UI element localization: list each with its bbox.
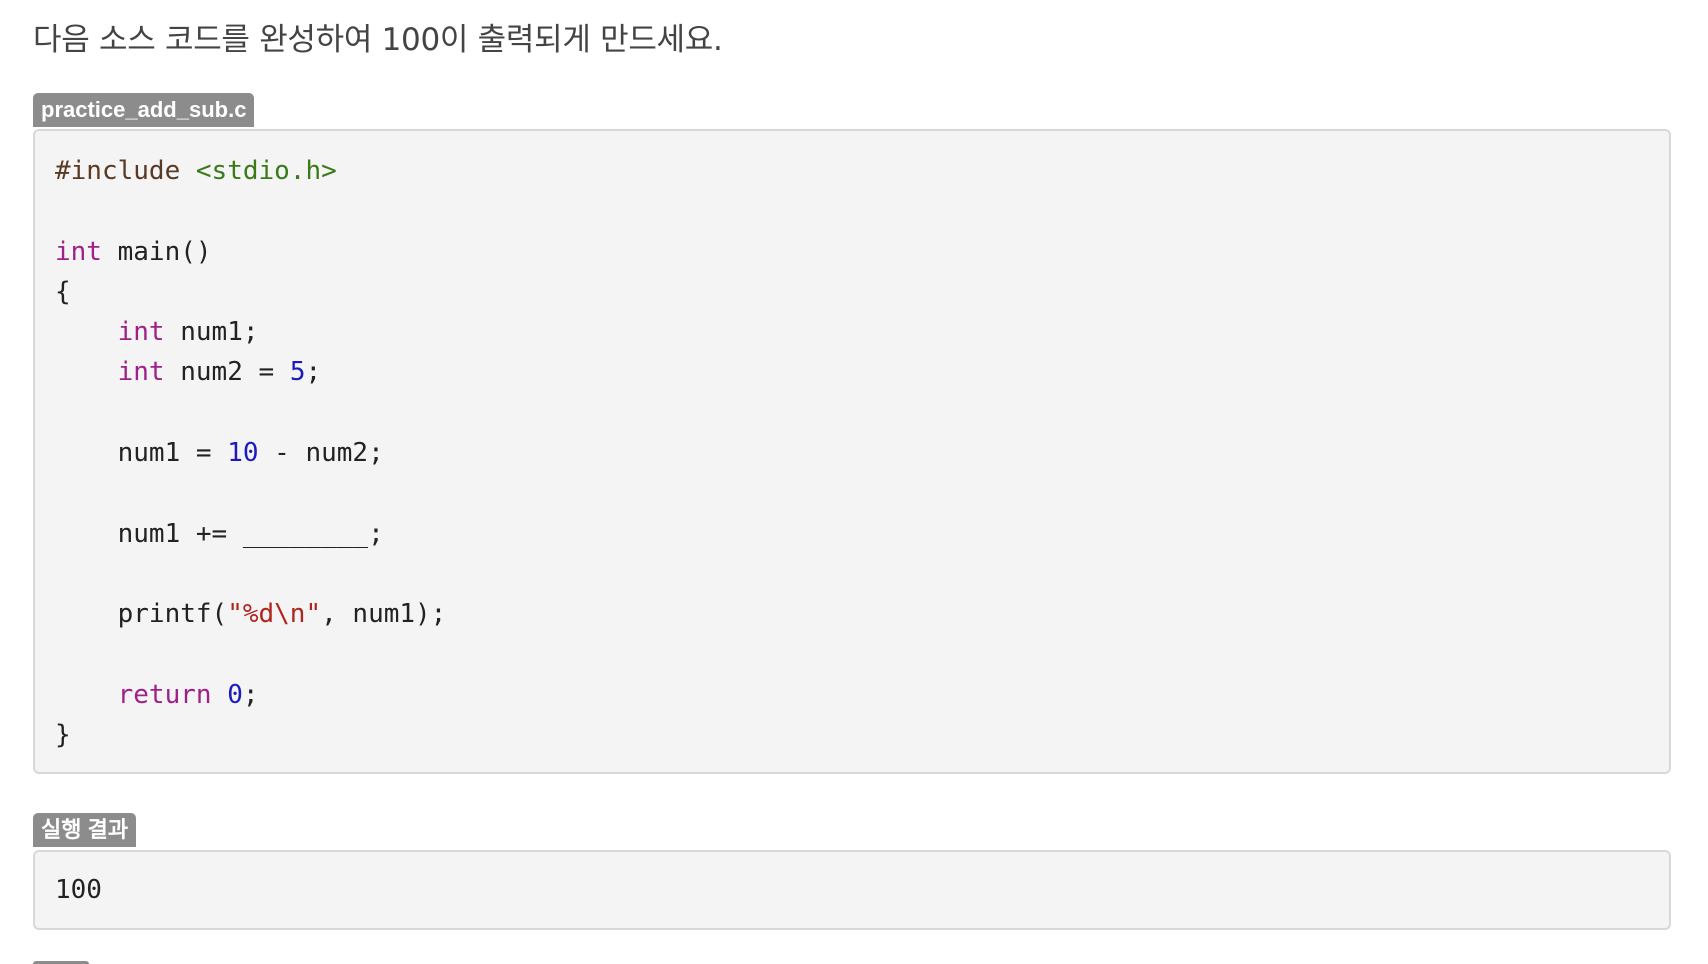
code-number: 0 (227, 679, 243, 710)
code-text: main() (101, 236, 212, 267)
code-text: printf( (55, 599, 228, 630)
code-line: num1 += ________; (55, 519, 384, 549)
code-line: { (55, 277, 71, 307)
code-text: } (55, 720, 71, 751)
code-text (55, 680, 118, 710)
code-line: int num2 = 5; (55, 357, 322, 388)
code-text: - num2; (258, 438, 384, 469)
question-text: 다음 소스 코드를 완성하여 100이 출력되게 만드세요. (33, 22, 723, 58)
code-line: } (55, 720, 71, 750)
code-number: 10 (227, 438, 259, 469)
code-text: ; (305, 357, 322, 388)
code-text: num1; (164, 317, 259, 348)
code-line: int num1; (55, 317, 259, 347)
source-code[interactable]: #include <stdio.h> int main() { int num1… (55, 151, 446, 755)
result-output-block[interactable]: 100 (33, 850, 1671, 930)
code-line: num1 = 10 - num2; (55, 438, 384, 468)
code-text (55, 357, 118, 387)
code-text: ; (242, 679, 259, 710)
code-line: return 0; (55, 680, 259, 710)
code-number: 5 (289, 357, 306, 388)
code-text (212, 680, 228, 710)
code-text: { (55, 276, 71, 307)
code-keyword: int (55, 236, 102, 267)
next-section-tag-stub (33, 961, 89, 964)
result-label-tag: 실행 결과 (33, 813, 137, 847)
code-keyword: int (117, 317, 165, 348)
code-preprocessor: #include (55, 156, 196, 186)
source-code-block[interactable]: #include <stdio.h> int main() { int num1… (33, 129, 1671, 774)
code-text: num1 += ________; (55, 518, 384, 549)
code-text: num2 = (164, 357, 290, 388)
code-line: printf("%d\n", num1); (55, 599, 447, 630)
code-keyword: int (117, 357, 165, 388)
code-include-path: <stdio.h> (195, 156, 337, 186)
code-line: int main() (55, 237, 212, 267)
code-string: "%d\n" (227, 599, 322, 630)
code-keyword: return (117, 679, 212, 710)
code-text (55, 317, 118, 347)
code-text: num1 = (55, 438, 228, 469)
result-output[interactable]: 100 (55, 875, 102, 905)
source-filename-tag: practice_add_sub.c (33, 93, 255, 127)
code-line: #include <stdio.h> (55, 156, 337, 186)
code-text: , num1); (321, 599, 447, 630)
